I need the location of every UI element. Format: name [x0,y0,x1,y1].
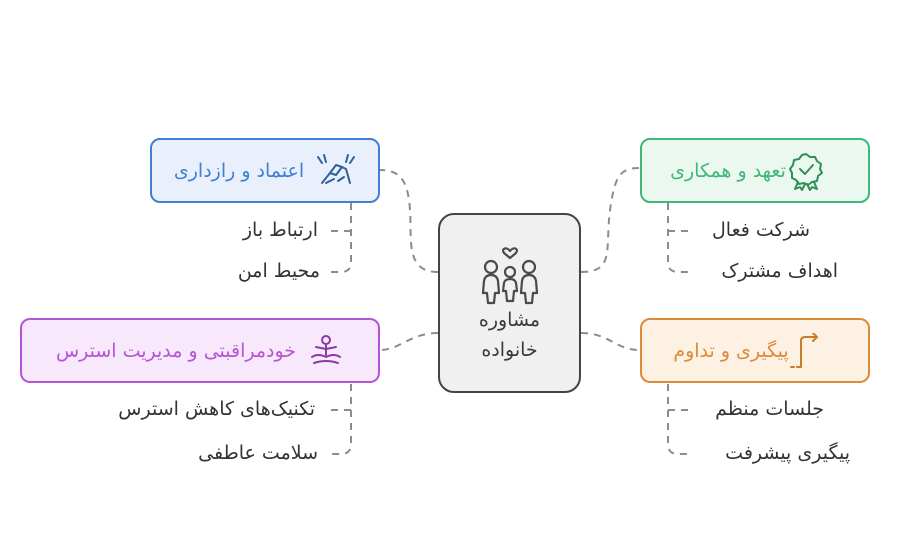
center-title-line2: خانواده [481,339,538,361]
selfcare-item-2: سلامت عاطفی [198,442,318,464]
center-node[interactable]: مشاوره خانواده [438,213,581,393]
branch-commitment-label: تعهد و همکاری [670,159,786,182]
branch-followup-label: پیگیری و تداوم [673,339,789,362]
connector-selfcare-items [330,384,352,455]
connector-trust-items [330,203,352,273]
connector-center-selfcare [379,332,439,351]
connector-commitment-items [667,203,690,273]
branch-commitment[interactable]: تعهد و همکاری [640,138,870,203]
commitment-item-2: اهداف مشترک [721,260,838,282]
commitment-item-1: شرکت فعال [712,219,810,241]
branch-selfcare-label: خودمراقبتی و مدیریت استرس [55,339,297,362]
branch-followup[interactable]: پیگیری و تداوم [640,318,870,383]
center-title-line1: مشاوره [478,309,541,331]
followup-item-2: پیگیری پیشرفت [725,442,850,464]
branch-trust[interactable]: اعتماد و رازداری [150,138,380,203]
branch-trust-label: اعتماد و رازداری [173,159,305,182]
path-arrow-icon [789,332,821,369]
meditation-icon [308,333,344,369]
branch-selfcare[interactable]: خودمراقبتی و مدیریت استرس [20,318,380,383]
handshake-icon [316,153,356,189]
trust-item-2: محیط امن [237,260,320,282]
connector-followup-items [667,384,690,455]
connector-center-followup [580,332,641,351]
connector-center-commitment [580,167,641,273]
selfcare-item-1: تکنیک‌های کاهش استرس [118,398,315,420]
trust-item-1: ارتباط باز [242,219,318,241]
connector-center-trust [379,169,439,273]
followup-item-1: جلسات منظم [715,398,824,420]
family-icon [481,247,538,305]
award-badge-icon [786,151,826,191]
